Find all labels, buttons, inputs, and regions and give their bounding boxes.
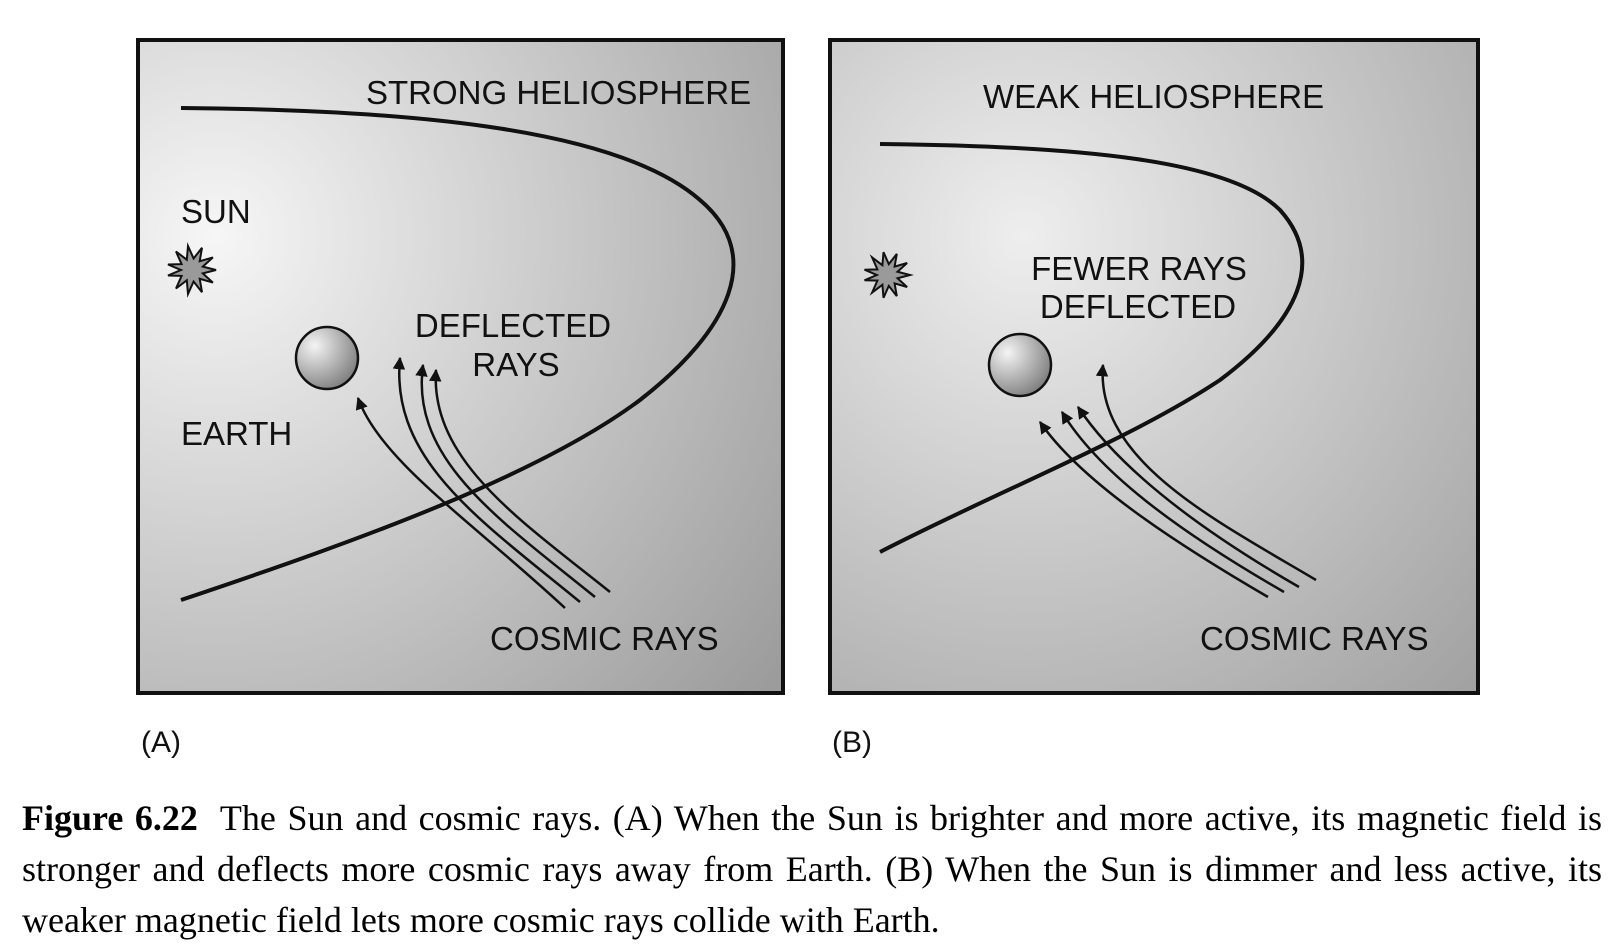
panel-b-letter: (B) — [832, 726, 872, 759]
panel-a-ray — [415, 363, 596, 598]
panel-b-rays-label-line2: DEFLECTED — [1040, 288, 1236, 325]
figure-number: Figure 6.22 — [22, 798, 198, 838]
panel-b-ray — [1038, 420, 1269, 599]
panel-b-heliosphere-boundary — [879, 142, 1305, 554]
panel-b-rays-label-line1: FEWER RAYS — [1031, 250, 1247, 287]
panel-b-cosmic-rays — [1038, 363, 1317, 599]
panel-a-sun-label: SUN — [181, 193, 251, 230]
panel-a: STRONG HELIOSPHERE SUN EARTH DEFLECTED R… — [136, 38, 785, 759]
panel-b-cosmic-label: COSMIC RAYS — [1200, 620, 1429, 657]
panel-a-sun-icon — [167, 242, 217, 298]
panel-a-earth-label: EARTH — [181, 415, 292, 452]
panel-b-earth-icon — [987, 332, 1053, 398]
panel-a-ray — [392, 356, 581, 603]
panel-a-earth-icon — [294, 325, 360, 391]
panel-a-cosmic-label: COSMIC RAYS — [490, 620, 719, 657]
panel-b-ray — [1060, 410, 1285, 594]
caption-text: The Sun and cosmic rays. (A) When the Su… — [22, 798, 1602, 940]
panel-a-heliosphere-boundary — [180, 106, 736, 602]
panel-a-frame — [136, 38, 785, 695]
panel-a-rays-label-line1: DEFLECTED — [415, 307, 611, 344]
panel-a-cosmic-rays — [355, 356, 611, 609]
panel-b-sun-icon — [864, 251, 914, 299]
panel-a-letter: (A) — [141, 726, 181, 759]
panel-b-ray — [1095, 363, 1317, 582]
panel-a-ray — [355, 396, 566, 609]
panel-a-title: STRONG HELIOSPHERE — [366, 74, 751, 111]
figure-diagram: STRONG HELIOSPHERE SUN EARTH DEFLECTED R… — [136, 38, 1480, 759]
panel-a-rays-label-line2: RAYS — [472, 346, 559, 383]
panel-b-frame — [828, 38, 1480, 695]
panel-a-ray — [429, 368, 611, 593]
panel-b-ray — [1076, 405, 1300, 589]
panel-b-title: WEAK HELIOSPHERE — [983, 78, 1324, 115]
panel-b: WEAK HELIOSPHERE FEWER RAYS DEFLECTED CO… — [828, 38, 1480, 759]
